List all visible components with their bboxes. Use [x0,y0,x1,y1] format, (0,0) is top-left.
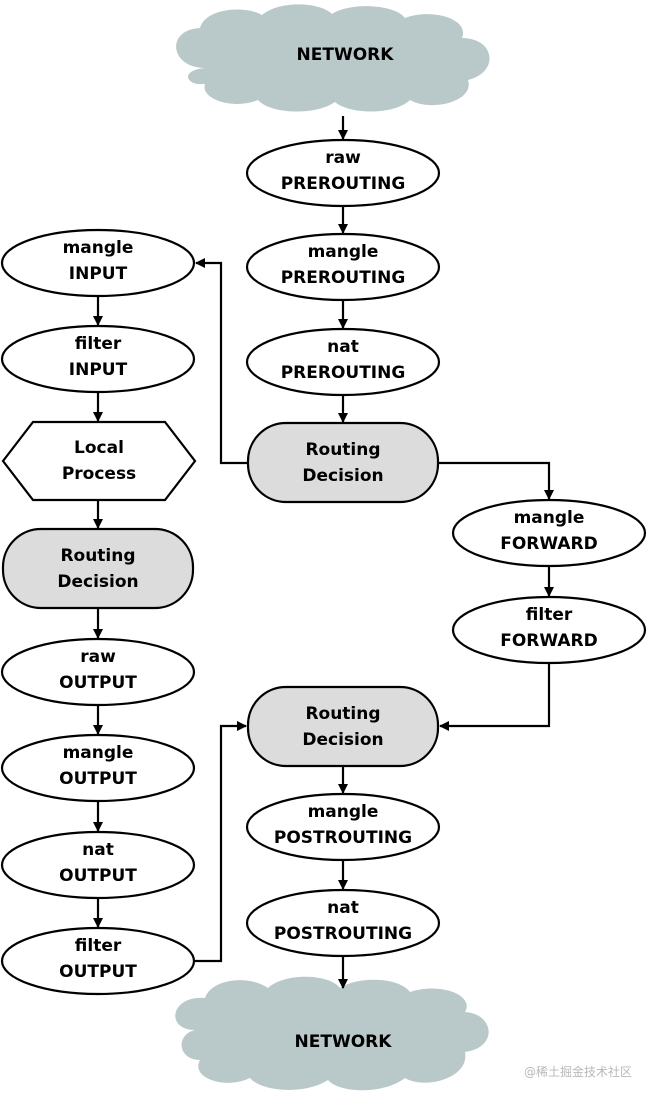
network-top-label: NETWORK [297,45,395,65]
node-nat-postrouting: nat POSTROUTING [245,888,441,958]
network-cloud-bottom: NETWORK [175,976,489,1091]
node-raw-output: raw OUTPUT [0,637,196,707]
node-label-1: filter [75,936,122,956]
node-label-2: FORWARD [500,631,598,651]
watermark: @稀土掘金技术社区 [524,1064,632,1079]
node-label-1: raw [325,148,361,168]
node-label-1: nat [82,840,114,860]
node-label-1: mangle [308,802,379,822]
node-routing-decision-lower: Routing Decision [246,685,440,768]
node-label-2: OUTPUT [59,962,137,982]
node-label-2: PREROUTING [281,363,406,383]
node-label-2: POSTROUTING [274,828,412,848]
node-label-2: INPUT [69,360,128,380]
node-label-1: filter [75,334,122,354]
node-label-1: mangle [308,242,379,262]
node-label-1: mangle [63,238,134,258]
network-cloud-top: NETWORK [176,4,490,112]
edges [93,116,554,989]
node-mangle-output: mangle OUTPUT [0,733,196,803]
node-label-2: POSTROUTING [274,924,412,944]
edge-filter-fwd-to-routing [439,663,551,731]
node-label-2: OUTPUT [59,866,137,886]
node-label-1: mangle [514,508,585,528]
node-label-1: Routing [305,440,380,460]
node-mangle-forward: mangle FORWARD [451,498,647,568]
node-label-1: Routing [305,704,380,724]
edge-routing-to-mangle-input [195,258,248,465]
node-label-2: PREROUTING [281,268,406,288]
node-nat-prerouting: nat PREROUTING [245,327,441,397]
node-label-1: nat [327,898,359,918]
node-label-2: Process [62,464,136,484]
node-label-2: FORWARD [500,534,598,554]
node-label-1: nat [327,337,359,357]
node-label-2: Decision [302,730,383,750]
node-local-process: Local Process [1,420,197,502]
node-label-2: Decision [57,572,138,592]
node-filter-input: filter INPUT [0,324,196,394]
node-mangle-postrouting: mangle POSTROUTING [245,792,441,862]
node-label-1: raw [80,647,116,667]
node-label-1: Local [74,438,124,458]
node-routing-decision-left: Routing Decision [1,527,195,610]
node-raw-prerouting: raw PREROUTING [245,138,441,208]
node-filter-forward: filter FORWARD [451,595,647,665]
node-filter-output: filter OUTPUT [0,926,196,996]
node-label-1: filter [526,605,573,625]
node-label-2: OUTPUT [59,769,137,789]
node-label-1: Routing [60,546,135,566]
network-bottom-label: NETWORK [295,1032,393,1052]
node-label-2: OUTPUT [59,673,137,693]
node-label-2: PREROUTING [281,174,406,194]
edge-filter-out-to-routing [194,721,247,963]
node-routing-decision-center: Routing Decision [246,421,440,504]
node-label-2: INPUT [69,264,128,284]
node-label-2: Decision [302,466,383,486]
node-label-1: mangle [63,743,134,763]
node-mangle-input: mangle INPUT [0,228,196,298]
node-nat-output: nat OUTPUT [0,830,196,900]
node-mangle-prerouting: mangle PREROUTING [245,232,441,302]
edge-routing-to-mangle-forward [438,461,554,500]
